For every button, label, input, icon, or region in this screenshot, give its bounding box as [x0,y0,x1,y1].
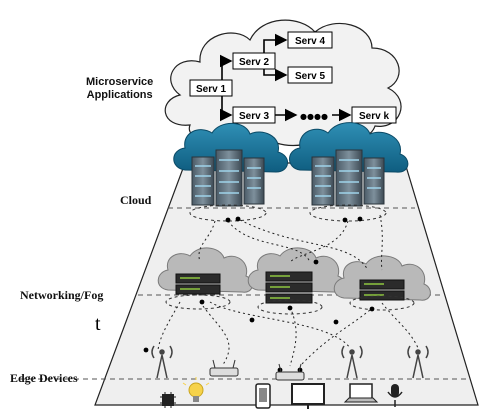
service-ellipsis: ●●●● [300,112,328,121]
server-rack-icon [191,149,265,207]
lightbulb-icon [182,377,210,402]
svg-text:Serv 5: Serv 5 [295,71,325,82]
service-arrows [219,33,352,122]
svg-text:Serv 1: Serv 1 [196,84,226,95]
svg-text:Serv 2: Serv 2 [239,57,269,68]
microservice-title-line-2: Applications [86,89,153,101]
microservice-applications-label: Microservice Applications [86,76,153,102]
cell-tower-icon [341,345,363,379]
wifi-router-icon [275,363,305,381]
service-node-serv-3: Serv 3 [232,106,276,124]
microservice-title-line-1: Microservice [86,76,154,88]
monitor-icon [291,383,325,409]
service-node-serv-4: Serv 4 [287,31,333,49]
fog-cluster-outline [349,295,415,311]
wifi-router-icon [209,359,239,377]
service-node-serv-2: Serv 2 [232,52,276,70]
fog-cluster-outline [257,299,323,315]
service-node-serv-1: Serv 1 [189,79,233,97]
svg-text:Serv 3: Serv 3 [239,111,269,122]
cloud-layer-label: Cloud [120,193,152,207]
fog-layer-label: Networking/Fog [20,288,104,302]
cloud-cluster-outline-right [309,204,387,222]
network-links [157,214,419,367]
server-rack-icon [311,149,385,207]
edge-layer-label: Edge Devices [10,371,78,385]
tablet-icon [255,383,271,409]
fog-cluster-outline [165,294,231,310]
fog-cloud-right [333,255,431,301]
microphone-icon [387,384,403,407]
stray-glyph: t [95,313,101,335]
svg-text:Serv k: Serv k [359,111,389,122]
cloud-cluster-outline-left [189,204,267,222]
cell-tower-icon [407,345,429,379]
laptop-icon [343,383,379,403]
microchip-icon [160,392,176,408]
service-node-serv-k: Serv k [351,106,397,124]
cell-tower-icon [151,345,173,379]
service-node-serv-5: Serv 5 [287,66,333,84]
svg-text:Serv 4: Serv 4 [295,36,325,47]
